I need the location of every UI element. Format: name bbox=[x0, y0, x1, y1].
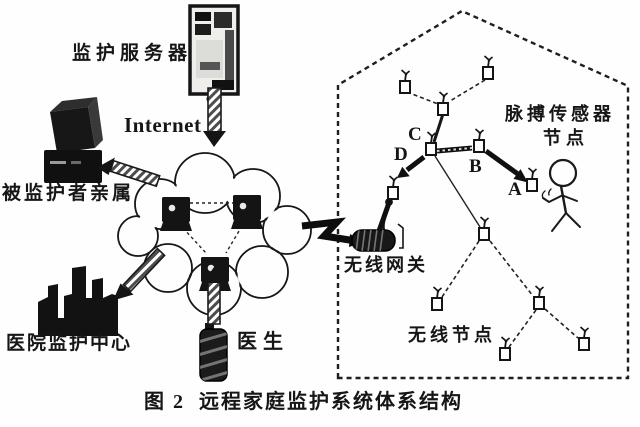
route-letter-b: B bbox=[469, 156, 482, 177]
cloud-family-arrow bbox=[97, 157, 161, 188]
route-letter-c: C bbox=[408, 124, 422, 145]
pulse-sensor-label-line1: 脉搏传感器 bbox=[505, 104, 615, 124]
wireless-node-icon bbox=[533, 285, 545, 310]
doctor-label: 医生 bbox=[237, 331, 289, 353]
link-c-to-center bbox=[434, 155, 481, 228]
wireless-node-icon-b bbox=[473, 128, 485, 153]
wireless-node-group bbox=[387, 55, 590, 361]
link-upper-to-c bbox=[432, 113, 445, 143]
route-letter-a: A bbox=[508, 179, 522, 200]
wireless-node-icon bbox=[399, 69, 411, 94]
route-arrowhead-d bbox=[397, 166, 410, 178]
house-outline bbox=[336, 9, 630, 380]
wireless-gateway-icon bbox=[351, 198, 404, 252]
route-arrowhead-a bbox=[513, 169, 528, 183]
wireless-node-icon-a bbox=[526, 167, 538, 192]
mobile-phone-icon bbox=[199, 323, 228, 382]
computer-terminal-icon bbox=[231, 195, 263, 229]
desktop-computer-icon bbox=[44, 97, 103, 183]
server-cloud-arrow bbox=[203, 87, 226, 147]
pulse-sensor-label-line2: 节点 bbox=[543, 128, 589, 148]
mesh-links-dashed bbox=[406, 79, 579, 348]
route-link-hatch bbox=[436, 147, 473, 152]
hospital-label: 医院监护中心 bbox=[6, 333, 133, 354]
hospital-building-icon bbox=[38, 266, 118, 336]
server-tower-icon bbox=[188, 4, 240, 104]
gateway-label: 无线网关 bbox=[344, 255, 428, 275]
doctor-cloud-arrow bbox=[203, 267, 225, 325]
wireless-node-icon bbox=[499, 336, 511, 361]
family-label: 被监护者亲属 bbox=[2, 183, 135, 204]
internet-label: Internet bbox=[124, 113, 202, 137]
cloud-terminal-links bbox=[182, 202, 243, 254]
person-stick-figure bbox=[541, 158, 581, 232]
wireless-node-icon bbox=[478, 216, 490, 241]
wireless-node-icon-c bbox=[425, 131, 437, 156]
server-label: 监护服务器 bbox=[72, 43, 193, 64]
figure-caption: 图 2 远程家庭监护系统体系结构 bbox=[144, 391, 463, 413]
wireless-node-icon bbox=[578, 326, 590, 351]
wireless-node-icon bbox=[437, 91, 449, 116]
route-letter-d: D bbox=[394, 144, 408, 165]
computer-terminal-icon bbox=[160, 197, 192, 231]
wireless-node-icon-d bbox=[387, 175, 399, 200]
wireless-node-icon bbox=[431, 286, 443, 311]
cloud-hospital-arrow bbox=[113, 247, 166, 301]
wireless-node-icon bbox=[482, 55, 494, 80]
wireless-node-label: 无线节点 bbox=[408, 325, 496, 345]
